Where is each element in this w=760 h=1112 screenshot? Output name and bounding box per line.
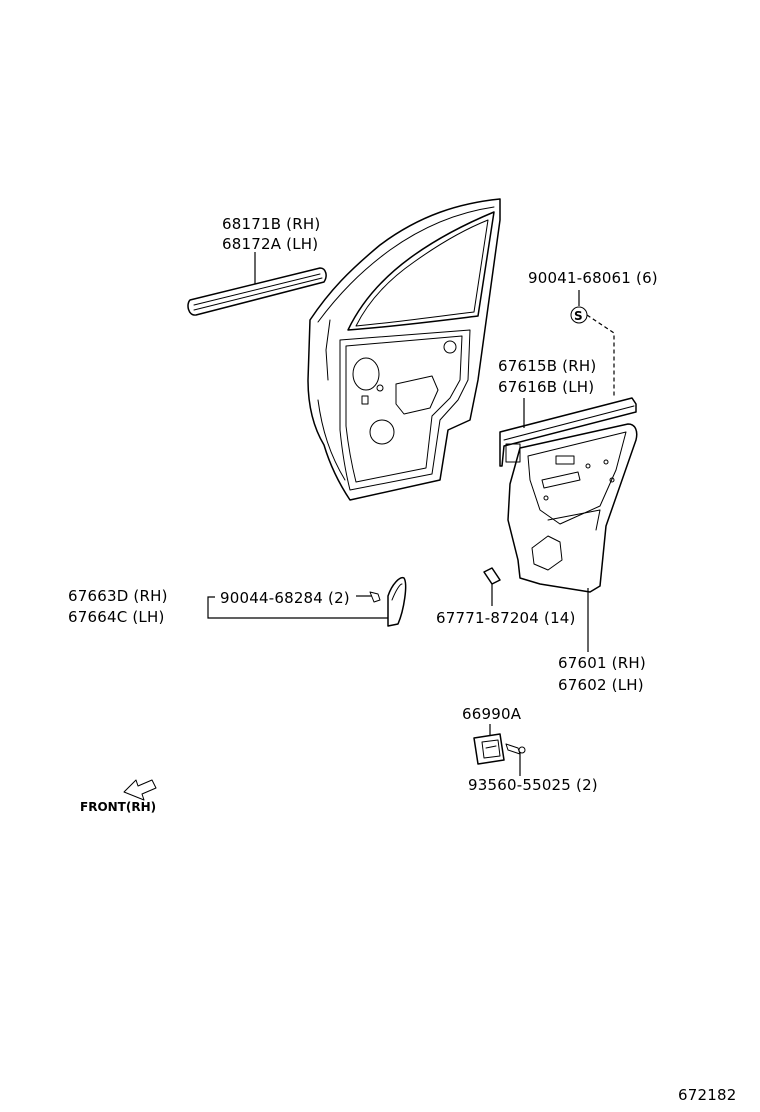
screw-93560-part bbox=[505, 743, 526, 755]
pad-lh-label: 67664C (LH) bbox=[68, 608, 165, 626]
weatherstrip-part bbox=[187, 252, 327, 316]
weatherstrip-lh-label: 68172A (LH) bbox=[222, 235, 318, 253]
trim-board-part bbox=[507, 423, 638, 593]
upper-trim-rh-label: 67615B (RH) bbox=[498, 357, 596, 375]
trim-board-rh-label: 67601 (RH) bbox=[558, 654, 646, 672]
handle-part bbox=[473, 733, 505, 765]
handle-label: 66990A bbox=[462, 705, 522, 723]
screw-symbol-letter: S bbox=[574, 309, 583, 323]
clip-90041-label: 90041-68061 (6) bbox=[528, 269, 658, 287]
door-inner-panel bbox=[307, 198, 501, 501]
clip-67771-label: 67771-87204 (14) bbox=[436, 609, 576, 627]
screw-symbol-icon: S bbox=[570, 306, 588, 324]
front-arrow-icon bbox=[123, 779, 157, 801]
weatherstrip-rh-label: 68171B (RH) bbox=[222, 215, 320, 233]
screw-93560-label: 93560-55025 (2) bbox=[468, 776, 598, 794]
figure-number: 672182 bbox=[678, 1086, 736, 1104]
pad-part bbox=[387, 576, 407, 627]
screw-90044-part bbox=[369, 591, 381, 603]
upper-trim-part bbox=[499, 397, 637, 467]
upper-trim-lh-label: 67616B (LH) bbox=[498, 378, 594, 396]
trim-board-lh-label: 67602 (LH) bbox=[558, 676, 644, 694]
screw-90044-label: 90044-68284 (2) bbox=[220, 589, 350, 607]
clip-67771-part bbox=[483, 567, 501, 585]
pad-rh-label: 67663D (RH) bbox=[68, 587, 168, 605]
front-label: FRONT(RH) bbox=[80, 800, 156, 814]
